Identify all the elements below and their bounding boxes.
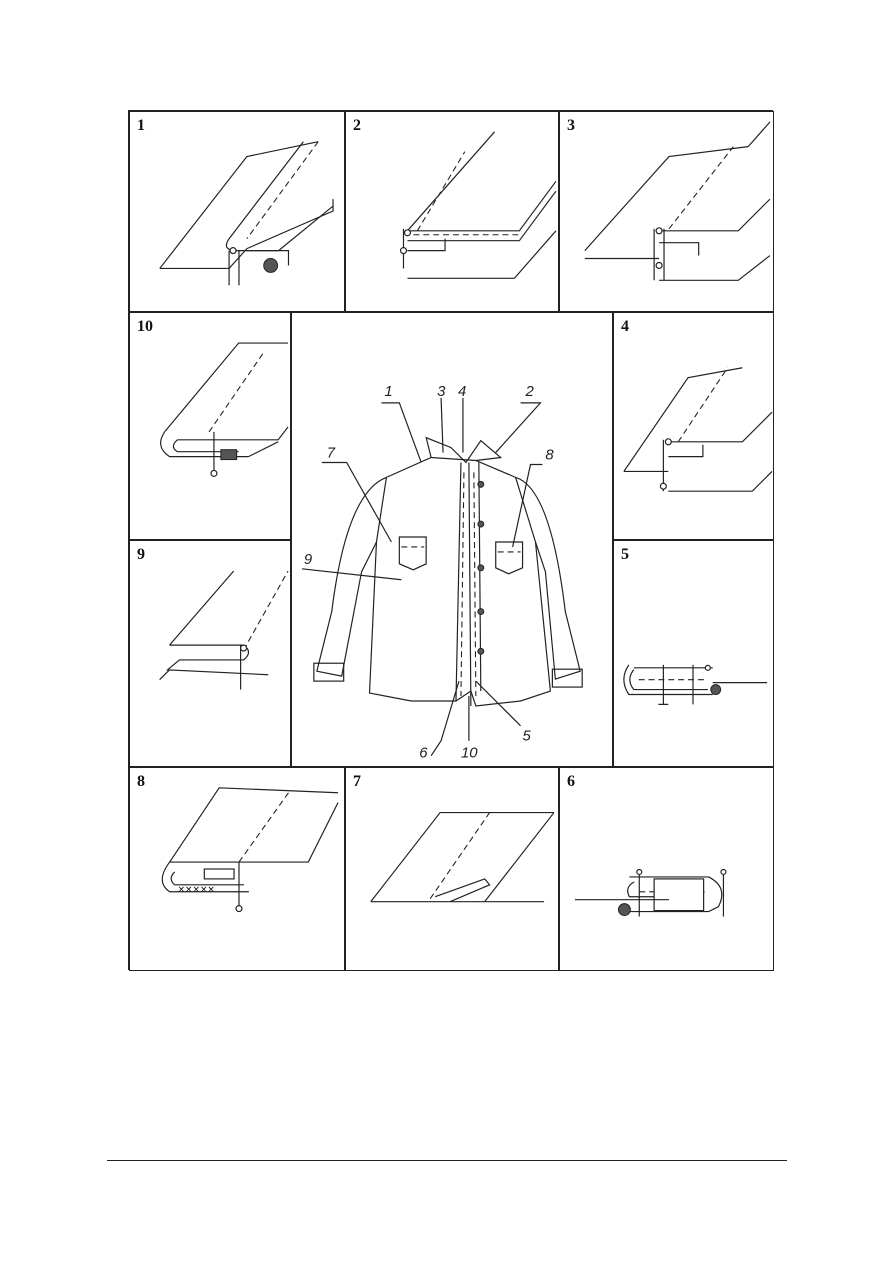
panel-number: 10 xyxy=(137,318,153,335)
panel-10: 10 xyxy=(129,312,291,540)
diagram-grid: 1 2 3 xyxy=(128,110,774,971)
panel-1: 1 xyxy=(129,111,345,312)
panel-3: 3 xyxy=(559,111,774,312)
panel-4: 4 xyxy=(613,312,774,540)
callout-8: 8 xyxy=(545,448,554,464)
callout-10: 10 xyxy=(461,746,478,762)
seam-illustration xyxy=(623,664,768,705)
panel-6: 6 xyxy=(559,767,774,971)
panel-number: 3 xyxy=(567,117,575,134)
panel-number: 1 xyxy=(137,117,145,134)
callout-5: 5 xyxy=(523,729,532,745)
panel-9: 9 xyxy=(129,540,291,767)
panel-number: 2 xyxy=(353,117,361,134)
seam-illustration xyxy=(574,868,727,917)
panel-number: 8 xyxy=(137,773,145,790)
panel-number: 5 xyxy=(621,546,629,563)
seam-illustration xyxy=(160,342,289,477)
callout-9: 9 xyxy=(304,552,312,568)
shirt-diagram: 1 3 4 2 7 8 9 6 10 5 xyxy=(291,312,613,767)
panel-2: 2 xyxy=(345,111,559,312)
panel-number: 7 xyxy=(353,773,361,790)
footer-rule xyxy=(107,1160,787,1161)
panel-number: 6 xyxy=(567,773,575,790)
panel-number: 4 xyxy=(621,318,629,335)
callout-2: 2 xyxy=(525,384,535,400)
seam-illustration xyxy=(159,570,289,690)
seam-illustration xyxy=(584,121,771,281)
seam-illustration xyxy=(623,367,773,492)
callout-7: 7 xyxy=(327,446,336,462)
seam-illustration xyxy=(399,131,557,279)
callout-6: 6 xyxy=(419,746,428,762)
panel-7: 7 xyxy=(345,767,559,971)
svg-text:×××××: ××××× xyxy=(178,885,215,895)
seam-illustration xyxy=(159,141,334,286)
callout-3: 3 xyxy=(437,384,446,400)
seam-illustration xyxy=(370,811,555,903)
shirt-illustration: 1 3 4 2 7 8 9 6 10 5 xyxy=(301,384,583,762)
seam-illustration: ××××× xyxy=(161,787,339,913)
callout-1: 1 xyxy=(384,384,392,400)
panel-8: 8 ××××× xyxy=(129,767,345,971)
panel-5: 5 xyxy=(613,540,774,767)
panel-number: 9 xyxy=(137,546,145,563)
callout-4: 4 xyxy=(458,384,466,400)
